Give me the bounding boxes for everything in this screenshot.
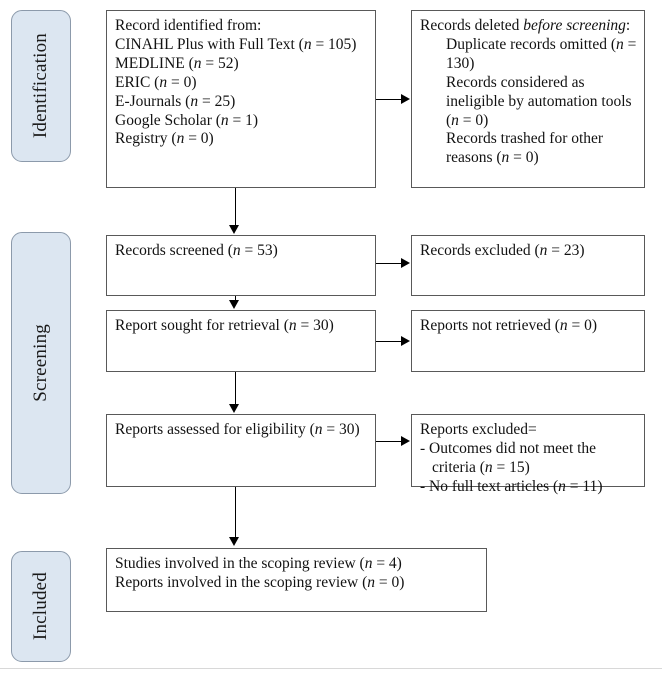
connector-screened-to-sought	[235, 296, 236, 302]
connector-screened-to-excluded	[376, 263, 402, 264]
box-records-deleted-heading: Records deleted before screening:	[420, 17, 640, 36]
arrowhead-screened-to-sought	[229, 300, 239, 309]
arrowhead-screened-to-excluded	[401, 258, 410, 268]
arrowhead-identified-to-screened	[229, 225, 239, 234]
arrowhead-sought-to-assessed	[229, 404, 239, 413]
box-included-results: Studies involved in the scoping review (…	[106, 548, 487, 612]
stage-label-identification: Identification	[11, 10, 71, 162]
box-reports-assessed: Reports assessed for eligibility (n = 30…	[106, 414, 376, 487]
box-included-reports-text: Reports involved in the scoping review (…	[115, 573, 405, 591]
connector-assessed-to-included	[235, 487, 236, 539]
box-records-deleted-item-duplicate: Duplicate records omitted (n = 130)	[446, 35, 637, 72]
stage-label-included: Included	[11, 551, 71, 662]
box-records-identified-text: Record identified from: CINAHL Plus with…	[115, 17, 357, 148]
arrowhead-assessed-to-excluded	[401, 436, 410, 446]
box-records-deleted-heading-plain: Records deleted	[420, 17, 524, 34]
connector-identified-to-screened	[235, 188, 236, 226]
box-records-excluded: Records excluded (n = 23)	[411, 235, 645, 296]
box-records-deleted-item-automation: Records considered as ineligible by auto…	[446, 73, 632, 129]
box-included-studies-text: Studies involved in the scoping review (…	[115, 555, 402, 572]
box-reports-sought: Report sought for retrieval (n = 30)	[106, 310, 376, 372]
box-reports-excluded-heading: Reports excluded=	[420, 421, 537, 438]
connector-identified-to-deleted	[376, 99, 402, 100]
box-reports-not-retrieved-text: Reports not retrieved (n = 0)	[420, 317, 598, 334]
box-reports-not-retrieved: Reports not retrieved (n = 0)	[411, 310, 645, 372]
stage-label-identification-text: Identification	[30, 33, 51, 139]
box-reports-excluded: Reports excluded= - Outcomes did not mee…	[411, 414, 645, 495]
box-records-deleted-item-other: Records trashed for other reasons (n = 0…	[446, 130, 604, 167]
box-reports-sought-text: Report sought for retrieval (n = 30)	[115, 317, 334, 334]
stage-label-screening: Screening	[11, 232, 71, 494]
connector-sought-to-not-retrieved	[376, 341, 402, 342]
arrowhead-sought-to-not-retrieved	[401, 336, 410, 346]
footer-divider	[0, 668, 662, 669]
box-records-identified: Record identified from: CINAHL Plus with…	[106, 10, 376, 188]
arrowhead-identified-to-deleted	[401, 94, 410, 104]
box-records-deleted: Records deleted before screening: Duplic…	[411, 10, 645, 188]
stage-label-included-text: Included	[30, 572, 51, 641]
connector-sought-to-assessed	[235, 372, 236, 406]
box-records-deleted-heading-colon: :	[625, 17, 631, 34]
box-records-screened-text: Records screened (n = 53)	[115, 242, 278, 259]
box-reports-assessed-text: Reports assessed for eligibility (n = 30…	[115, 421, 360, 438]
box-reports-excluded-reason-outcomes: - Outcomes did not meet the criteria (n …	[420, 439, 597, 476]
stage-label-screening-text: Screening	[30, 324, 51, 402]
arrowhead-assessed-to-included	[229, 537, 239, 546]
box-records-screened: Records screened (n = 53)	[106, 235, 376, 296]
box-reports-excluded-reason-no-full-text: - No full text articles (n = 11)	[420, 477, 603, 495]
box-records-excluded-text: Records excluded (n = 23)	[420, 242, 585, 259]
connector-assessed-to-excluded	[376, 441, 402, 442]
box-records-deleted-heading-italic: before screening	[523, 17, 626, 34]
